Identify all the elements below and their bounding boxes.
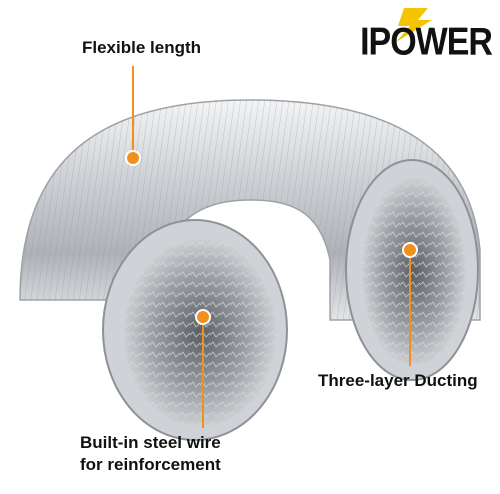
callout-steel-wire — [195, 309, 211, 428]
label-three-layer-ducting: Three-layer Ducting — [318, 371, 478, 390]
callout-dot — [402, 242, 418, 258]
left-duct-opening — [102, 219, 288, 441]
brand-logo: IPOWER — [360, 20, 493, 64]
callout-flexible — [125, 66, 141, 166]
label-flexible-length: Flexible length — [82, 38, 202, 57]
callout-dot — [195, 309, 211, 325]
callout-dot — [125, 150, 141, 166]
label-steel-wire-line2: for reinforcement — [80, 455, 221, 474]
label-steel-wire-line1: Built-in steel wire — [80, 433, 221, 452]
label-steel-wire: Built-in steel wire for reinforcement — [80, 432, 221, 476]
callout-three-layer — [402, 242, 418, 366]
right-duct-opening — [345, 159, 479, 381]
lightning-bolt-icon — [396, 8, 432, 42]
